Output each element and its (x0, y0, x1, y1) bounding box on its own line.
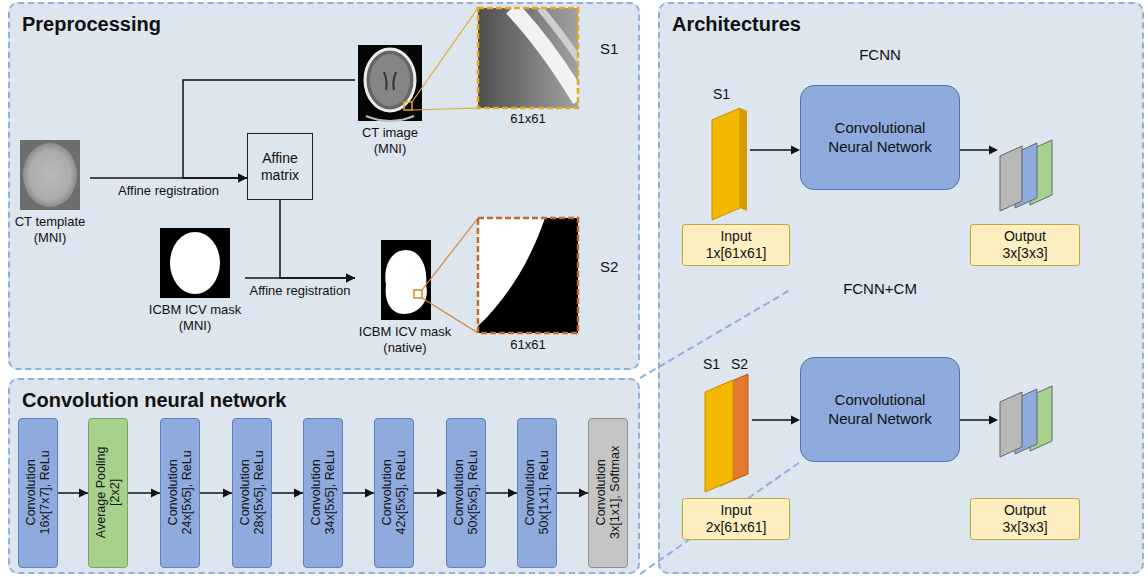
text-label: S2 (600, 258, 618, 275)
icbm-mask-native (381, 240, 431, 320)
io-box: Input2x[61x61] (682, 498, 790, 540)
image-node: ICBM ICV mask (native) (355, 240, 455, 355)
io-box: Output3x[3x3] (970, 224, 1080, 266)
node-text: ICBM ICV mask (MNI) (145, 302, 245, 333)
text-label: 61x61 (510, 111, 545, 126)
layer-box: Convolution 34x[5x5], ReLu (303, 418, 343, 568)
node-text: Average Pooling [2x2] (93, 441, 122, 543)
node-text: 1x[61x61] (689, 245, 783, 262)
panel-title: Preprocessing (22, 12, 626, 36)
arrow-head (79, 489, 88, 498)
output-slabs (1000, 140, 1052, 211)
arrow-head (508, 489, 517, 498)
node-text: Convolution 50x[1x1], ReLu (522, 441, 551, 543)
node-text: 2x[61x61] (689, 519, 783, 536)
network-box: Convolutional Neural Network (800, 85, 960, 190)
node-text: Convolutional Neural Network (811, 391, 949, 429)
zoom-patch (422, 218, 578, 333)
image-node: CT template (MNI) (10, 140, 90, 245)
text-label: S1 (703, 356, 720, 372)
arrow-head (223, 489, 232, 498)
layer-box: Convolution 42x[5x5], ReLu (374, 418, 414, 568)
connector (414, 489, 446, 498)
io-box: Output3x[3x3] (970, 498, 1080, 540)
node-text: Convolution 24x[5x5], ReLu (165, 441, 194, 543)
layer-box: Convolution 50x[1x1], ReLu (517, 418, 557, 568)
output-slabs (1000, 386, 1052, 457)
connector (343, 489, 374, 498)
panel-ground (658, 2, 1144, 574)
node-text: ICBM ICV mask (native) (355, 324, 455, 355)
node-text: 3x[3x3] (977, 245, 1073, 262)
connector (200, 489, 232, 498)
connector (557, 489, 588, 498)
text-label: 61x61 (510, 337, 545, 352)
connector-line (280, 200, 355, 278)
zoom-line (640, 290, 790, 378)
node-text: 3x[3x3] (977, 519, 1073, 536)
text-label: FCNN (859, 46, 901, 63)
node-text: CT template (MNI) (10, 214, 90, 245)
connector (183, 80, 355, 183)
node-text: Convolutional Neural Network (811, 119, 949, 157)
panel-title: Convolution neural network (22, 388, 626, 412)
text-label: S1 (713, 86, 730, 102)
panel-ground (8, 378, 640, 574)
node-text: Input (689, 228, 783, 245)
panel-ground (8, 2, 640, 370)
network-box: Convolutional Neural Network (800, 357, 960, 462)
layer-box: Convolution 16x[7x7], ReLu (18, 418, 58, 568)
arrow-head (238, 174, 247, 183)
text-label: S1 (600, 40, 618, 57)
arrow-head (294, 489, 303, 498)
node-text: Convolution 16x[7x7], ReLu (23, 441, 52, 543)
node-text: Output (977, 502, 1073, 519)
node-text: Convolution 50x[5x5], ReLu (451, 441, 480, 543)
connector (272, 489, 303, 498)
arrow-head (346, 274, 355, 283)
input-slab (712, 108, 747, 220)
text-label: FCNN+CM (843, 280, 917, 297)
node-text: Affine matrix (252, 150, 308, 184)
arrow-head (365, 489, 374, 498)
arrow-head (437, 489, 446, 498)
node-text: Convolution 42x[5x5], ReLu (379, 441, 408, 543)
node-text: Convolution 34x[5x5], ReLu (308, 441, 337, 543)
icbm-mask-mni (160, 228, 230, 298)
zoom-patch (412, 8, 582, 110)
text-label: S2 (731, 356, 748, 372)
layer-box: Convolution 3x[1x1], Softmax (588, 418, 628, 568)
connector (58, 489, 88, 498)
layer-box: Convolution 50x[5x5], ReLu (446, 418, 486, 568)
node-text: Convolution 28x[5x5], ReLu (237, 441, 266, 543)
node-text: CT image (MNI) (355, 125, 425, 156)
panel-title: Architectures (672, 12, 1130, 36)
panel: Preprocessing CT image (MNI) CT template (… (8, 2, 640, 370)
layer-box: Average Pooling [2x2] (88, 418, 128, 568)
io-box: Input1x[61x61] (682, 224, 790, 266)
arrow-head (579, 489, 588, 498)
arrow-head (238, 174, 247, 183)
process-box: Affine matrix (247, 133, 313, 200)
image-node: CT image (MNI) (355, 45, 425, 156)
connector (280, 200, 355, 283)
connector (486, 489, 517, 498)
image-node: ICBM ICV mask (MNI) (145, 228, 245, 333)
edge-label: Affine registration (116, 183, 221, 198)
node-text: Convolution 3x[1x1], Softmax (593, 441, 622, 543)
layer-box: Convolution 24x[5x5], ReLu (160, 418, 200, 568)
edge-label: Affine registration (248, 283, 353, 298)
arrow-head (346, 274, 355, 283)
panel: Convolution neural networkConvolution 16… (8, 378, 640, 574)
arrow-head (151, 489, 160, 498)
node-text: Input (689, 502, 783, 519)
node-text: Output (977, 228, 1073, 245)
connector (128, 489, 160, 498)
layer-box: Convolution 28x[5x5], ReLu (232, 418, 272, 568)
input-slab (705, 374, 748, 492)
ct-template-image (20, 140, 80, 210)
